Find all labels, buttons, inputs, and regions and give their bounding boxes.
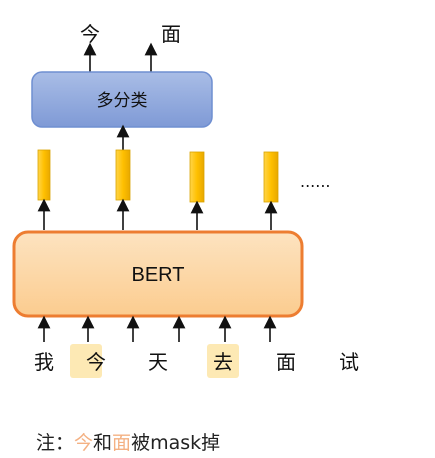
footnote-masked-word-2: 面 [112,432,132,454]
bert-box [12,230,304,318]
mask-highlight-1 [70,344,102,378]
footnote-masked-word-1: 今 [74,432,94,454]
ellipsis: ...... [300,172,331,191]
input-token-4: 去 [213,350,233,374]
footnote: 注：今和面被mask掉 [36,428,220,455]
embedding-vector-2 [115,149,131,201]
embedding-vector-1 [37,149,51,201]
embedding-vector-4 [263,151,279,203]
input-token-1: 我 [34,350,54,374]
embedding-vector-3 [189,151,205,203]
footnote-rest: 被mask掉 [131,432,221,454]
embedding-vectors [37,149,279,203]
output-token-1: 今 [80,22,100,46]
input-token-5: 面 [276,350,296,374]
input-token-2: 今 [86,350,106,374]
input-token-3: 天 [148,350,168,374]
output-token-2: 面 [161,22,181,46]
mask-highlight-2 [207,344,239,378]
bert-label: BERT [132,264,185,286]
input-token-6: 试 [339,350,359,374]
footnote-prefix: 注： [36,432,75,454]
classifier-label: 多分类 [97,91,148,111]
footnote-and: 和 [93,432,113,454]
